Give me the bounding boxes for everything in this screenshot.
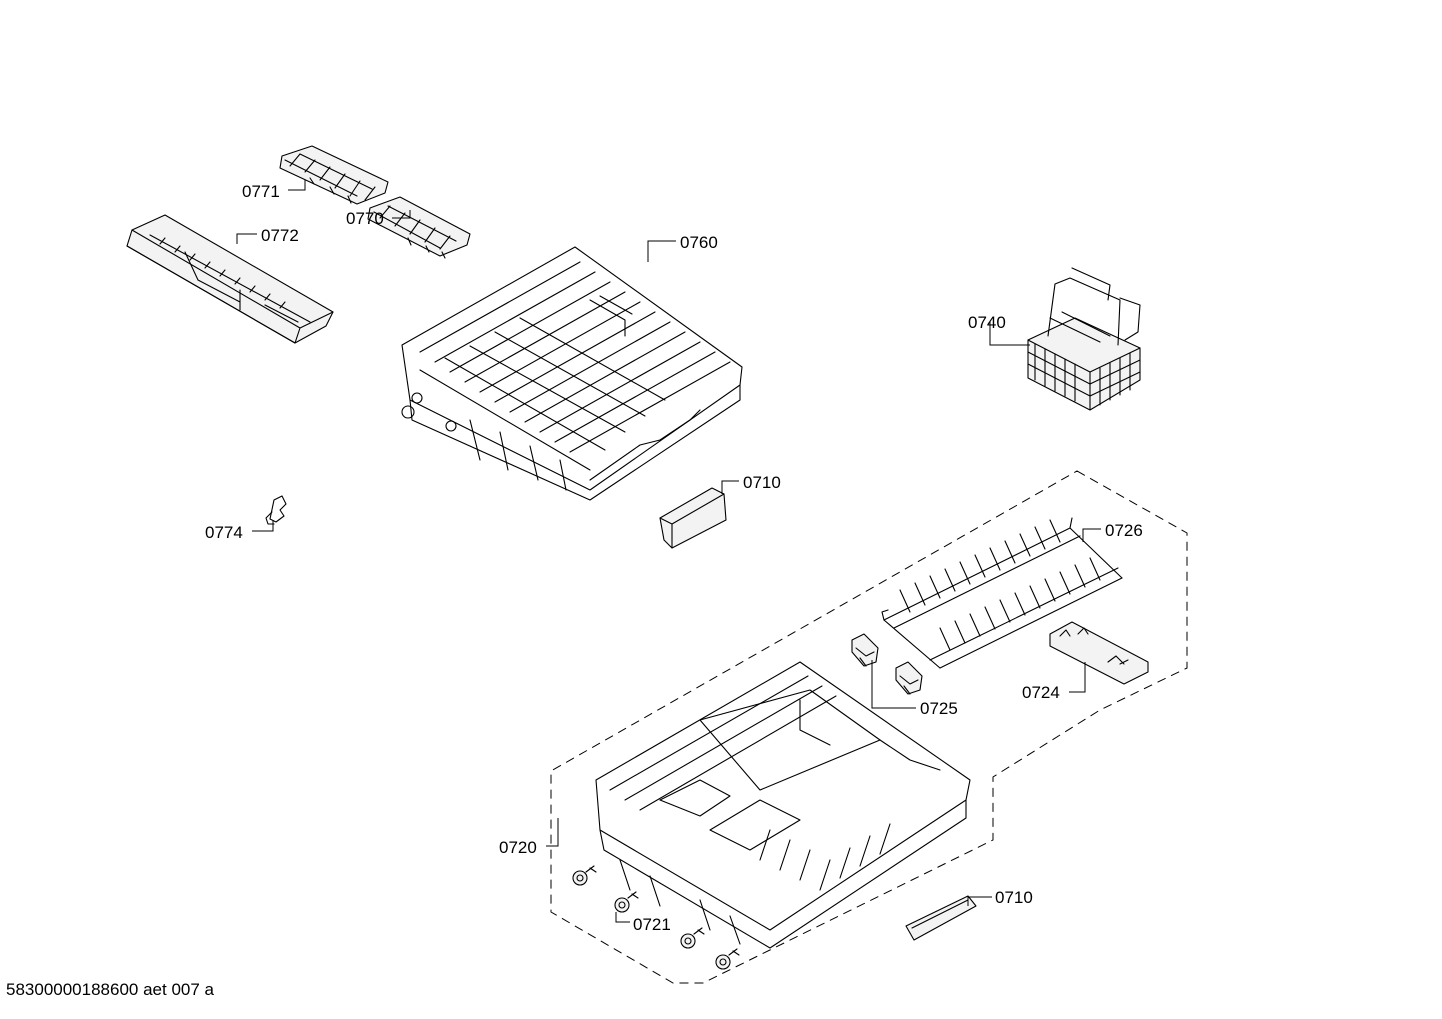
label-0740[interactable]: 0740: [968, 313, 1006, 332]
label-0771[interactable]: 0771: [242, 182, 280, 201]
document-id: 58300000188600 aet 007 a: [6, 980, 214, 999]
label-0720[interactable]: 0720: [499, 838, 537, 857]
leader-lines: [236, 180, 1101, 923]
part-0774-clip[interactable]: [265, 495, 287, 525]
part-0726-plate-rack[interactable]: [881, 517, 1123, 669]
label-0726[interactable]: 0726: [1105, 521, 1143, 540]
part-0720-lower-basket[interactable]: [595, 661, 971, 949]
part-0772-cutlery-tray[interactable]: [126, 214, 334, 344]
label-0760[interactable]: 0760: [680, 233, 718, 252]
part-0770-cup-rack[interactable]: [367, 196, 471, 259]
part-0721-wheels[interactable]: [572, 865, 740, 970]
part-0710-label-bottom[interactable]: [905, 895, 977, 941]
label-0721[interactable]: 0721: [633, 915, 671, 934]
label-0724[interactable]: 0724: [1022, 683, 1060, 702]
label-0725[interactable]: 0725: [920, 699, 958, 718]
part-0710-handle-top[interactable]: [659, 487, 727, 549]
part-0724-rail[interactable]: [1049, 621, 1149, 685]
label-0774[interactable]: 0774: [205, 523, 243, 542]
part-0740-cutlery-basket[interactable]: [1027, 267, 1141, 411]
label-0770[interactable]: 0770: [346, 209, 384, 228]
label-0710-bottom[interactable]: 0710: [995, 888, 1033, 907]
part-labels: 0771 0772 0770 0760 0740 0710 0774 0726 …: [205, 182, 1143, 934]
lower-basket-group-outline: [550, 470, 1188, 984]
part-0771-cup-rack[interactable]: [279, 145, 389, 205]
part-0760-upper-basket[interactable]: [401, 246, 743, 501]
part-0725-latch[interactable]: [851, 633, 923, 695]
label-0710-top[interactable]: 0710: [743, 473, 781, 492]
label-0772[interactable]: 0772: [261, 226, 299, 245]
